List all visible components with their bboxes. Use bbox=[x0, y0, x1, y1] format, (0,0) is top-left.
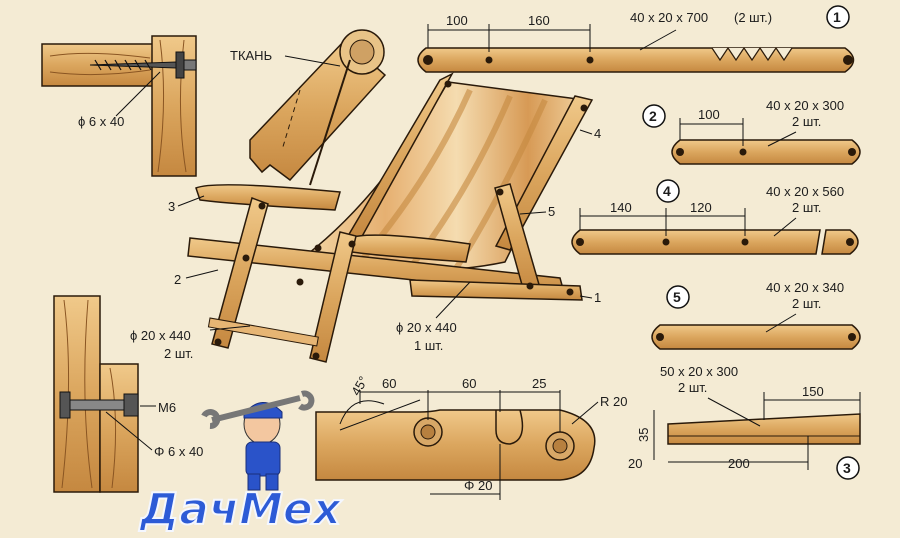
part-1-dim-2: 160 bbox=[528, 13, 550, 28]
part-5-drawing: 5 40 x 20 x 340 2 шт. bbox=[651, 280, 861, 350]
callout-1: 1 bbox=[594, 290, 601, 305]
part-4-dim-2: 120 bbox=[690, 200, 712, 215]
screw-joint-detail: ϕ 6 x 40 bbox=[41, 35, 197, 177]
fabric-pivot-detail: ТКАНЬ bbox=[230, 29, 387, 186]
callout-3: 3 bbox=[168, 199, 175, 214]
callout-5: 5 bbox=[548, 204, 555, 219]
part-3-drawing: 150 50 x 20 x 300 2 шт. 35 20 200 3 bbox=[628, 364, 861, 480]
notch-dim-3: 25 bbox=[532, 376, 546, 391]
part-2-size: 40 x 20 x 300 bbox=[766, 98, 844, 113]
rod-top-qty: 2 шт. bbox=[164, 346, 193, 361]
callout-2: 2 bbox=[174, 272, 181, 287]
part-2-number: 2 bbox=[649, 108, 657, 124]
bolt-dia-label: Φ 6 x 40 bbox=[154, 444, 203, 459]
part-2-dim-1: 100 bbox=[698, 107, 720, 122]
notch-dim-1: 60 bbox=[382, 376, 396, 391]
part-4-size: 40 x 20 x 560 bbox=[766, 184, 844, 199]
rod-mid-qty: 1 шт. bbox=[414, 338, 443, 353]
rod-mid-size: ϕ 20 x 440 bbox=[396, 320, 457, 335]
screw-size-label: ϕ 6 x 40 bbox=[78, 114, 124, 129]
part-1-number: 1 bbox=[833, 9, 841, 25]
part-2-qty: 2 шт. bbox=[792, 114, 821, 129]
notch-detail: 60 60 25 R 20 45° Φ 20 bbox=[315, 374, 627, 500]
part-1-dim-1: 100 bbox=[446, 13, 468, 28]
notch-dim-2: 60 bbox=[462, 376, 476, 391]
part-3-number: 3 bbox=[843, 460, 851, 476]
part-4-number: 4 bbox=[663, 183, 671, 199]
bolt-label: M6 bbox=[158, 400, 176, 415]
part-3-dim-200: 200 bbox=[728, 456, 750, 471]
rod-top-size: ϕ 20 x 440 bbox=[130, 328, 191, 343]
part-1-drawing: 1 100 160 40 x 20 x 700 (2 шт.) bbox=[417, 5, 855, 73]
part-3-size: 50 x 20 x 300 bbox=[660, 364, 738, 379]
notch-dia: Φ 20 bbox=[464, 478, 492, 493]
callout-4: 4 bbox=[594, 126, 601, 141]
part-5-size: 40 x 20 x 340 bbox=[766, 280, 844, 295]
deck-chair-assembly: 3 2 4 5 1 ϕ 20 x 440 2 шт. ϕ 20 x 440 1 … bbox=[130, 72, 601, 363]
part-1-size: 40 x 20 x 700 bbox=[630, 10, 708, 25]
watermark-logo: ДачМех bbox=[138, 484, 343, 535]
part-5-qty: 2 шт. bbox=[792, 296, 821, 311]
part-3-dim-len: 150 bbox=[802, 384, 824, 399]
part-4-qty: 2 шт. bbox=[792, 200, 821, 215]
part-3-dim-h: 35 bbox=[636, 428, 651, 442]
part-5-number: 5 bbox=[673, 289, 681, 305]
part-3-qty: 2 шт. bbox=[678, 380, 707, 395]
part-2-drawing: 2 100 40 x 20 x 300 2 шт. bbox=[642, 98, 861, 165]
bolt-joint-detail: M6 Φ 6 x 40 bbox=[53, 295, 203, 493]
part-4-dim-1: 140 bbox=[610, 200, 632, 215]
notch-angle: 45° bbox=[348, 374, 371, 399]
part-3-dim-base: 20 bbox=[628, 456, 642, 471]
part-1-qty: (2 шт.) bbox=[734, 10, 772, 25]
part-4-drawing: 4 140 120 40 x 20 x 560 2 шт. bbox=[571, 179, 859, 255]
mechanic-mascot-image bbox=[201, 390, 315, 491]
fabric-label: ТКАНЬ bbox=[230, 48, 272, 63]
notch-radius: R 20 bbox=[600, 394, 627, 409]
